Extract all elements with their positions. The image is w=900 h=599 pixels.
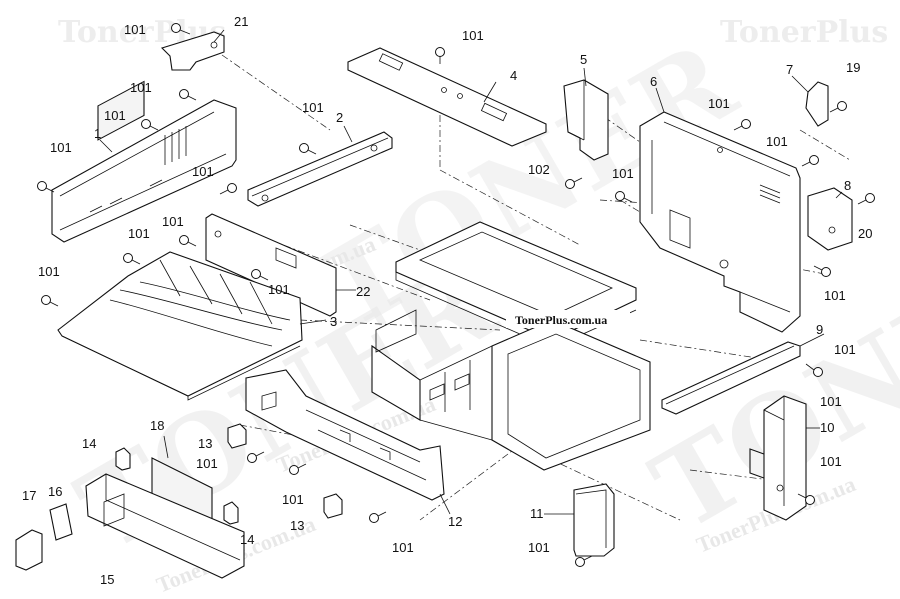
callout-12: 12: [448, 514, 462, 529]
callout-labels: 1 2 3 4 5 6 7 8 9 10 11 12 13 13 14 14 1…: [22, 14, 872, 587]
callout-5: 5: [580, 52, 587, 67]
screw-101-q: [797, 493, 815, 505]
screw-102: [565, 177, 583, 189]
screw-101-s: [289, 463, 307, 475]
screw-101-c: [141, 119, 159, 131]
screw-101-p: [805, 363, 823, 377]
screw-101-o: [813, 265, 831, 277]
callout-101-p: 101: [834, 342, 856, 357]
screws: [37, 23, 875, 567]
callout-10: 10: [820, 420, 834, 435]
callout-3: 3: [330, 314, 337, 329]
screw-101-l: [733, 119, 751, 131]
callout-101-n: 101: [612, 166, 634, 181]
callout-101-i: 101: [128, 226, 150, 241]
callout-101-r: 101: [196, 456, 218, 471]
callout-102: 102: [528, 162, 550, 177]
part-1-left-cover: [51, 80, 237, 243]
part-9-rail: [661, 341, 801, 415]
callout-101-j: 101: [268, 282, 290, 297]
callout-101-b: 101: [130, 80, 152, 95]
screw-101-v: [829, 101, 847, 113]
part-17-cap: [15, 529, 43, 571]
part-11-cover: [573, 483, 615, 557]
screw-101-g: [219, 183, 237, 195]
screw-101-d: [37, 181, 55, 193]
callout-14-upper: 14: [82, 436, 96, 451]
leader-lines: [99, 29, 843, 515]
callout-19: 19: [846, 60, 860, 75]
part-4-top-plate: [347, 47, 547, 147]
screw-101-n: [615, 191, 633, 203]
screw-101-m: [801, 155, 819, 167]
part-2-rail: [247, 131, 393, 207]
screw-101-t: [369, 511, 387, 523]
part-3-top-cover: [57, 251, 303, 401]
part-13-clip-upper: [227, 423, 247, 449]
part-14-clip-lower: [223, 501, 239, 525]
callout-15: 15: [100, 572, 114, 587]
callout-101-v: 101: [820, 394, 842, 409]
part-7-bracket: [805, 81, 829, 127]
part-12-front-frame: [245, 369, 445, 501]
callout-101-c: 101: [104, 108, 126, 123]
callout-14-lower: 14: [240, 532, 254, 547]
callout-101-l: 101: [708, 96, 730, 111]
callout-21: 21: [234, 14, 248, 29]
screw-101-w: [857, 193, 875, 205]
callout-101-h: 101: [162, 214, 184, 229]
screw-101-b: [179, 89, 197, 101]
screw-101-a: [171, 23, 191, 35]
callout-101-f: 101: [462, 28, 484, 43]
callout-9: 9: [816, 322, 823, 337]
site-label-box: TonerPlus.com.ua: [506, 310, 630, 328]
callout-101-s: 101: [282, 492, 304, 507]
part-16-window: [49, 503, 73, 541]
screw-101-r: [247, 451, 265, 463]
callout-101-o: 101: [824, 288, 846, 303]
part-5-bracket: [563, 79, 609, 161]
callout-16: 16: [48, 484, 62, 499]
watermark-brand-top-right: TonerPlus: [720, 15, 888, 50]
part-13-clip-lower: [323, 493, 343, 519]
callout-11: 11: [530, 506, 544, 521]
screw-101-h: [179, 235, 197, 247]
part-10-bracket: [763, 395, 807, 521]
callout-4: 4: [510, 68, 517, 83]
callout-13-lower: 13: [290, 518, 304, 533]
callout-101-k: 101: [38, 264, 60, 279]
screw-101-i: [123, 253, 141, 265]
callout-101-g: 101: [192, 164, 214, 179]
callout-101-d: 101: [50, 140, 72, 155]
callout-101-u: 101: [528, 540, 550, 555]
part-8-plate: [807, 187, 853, 251]
callout-17: 17: [22, 488, 36, 503]
screw-101-u: [575, 555, 593, 567]
callout-8: 8: [844, 178, 851, 193]
callout-20: 20: [858, 226, 872, 241]
callout-6: 6: [650, 74, 657, 89]
callout-2: 2: [336, 110, 343, 125]
screw-101-k: [41, 295, 59, 307]
callout-101-a: 101: [124, 22, 146, 37]
callout-13-upper: 13: [198, 436, 212, 451]
callout-101-q: 101: [820, 454, 842, 469]
callout-18: 18: [150, 418, 164, 433]
part-15-front-panel: [85, 473, 245, 579]
site-label: TonerPlus.com.ua: [515, 313, 607, 327]
callout-22: 22: [356, 284, 370, 299]
callout-101-m: 101: [766, 134, 788, 149]
part-14-clip-upper: [115, 447, 131, 471]
screw-101-j: [251, 269, 269, 281]
screw-101-f: [435, 47, 445, 64]
callout-101-e: 101: [302, 100, 324, 115]
callout-101-t: 101: [392, 540, 414, 555]
callout-7: 7: [786, 62, 793, 77]
part-22-plate: [205, 213, 337, 317]
callout-1: 1: [94, 126, 101, 141]
screw-101-e: [299, 143, 317, 155]
